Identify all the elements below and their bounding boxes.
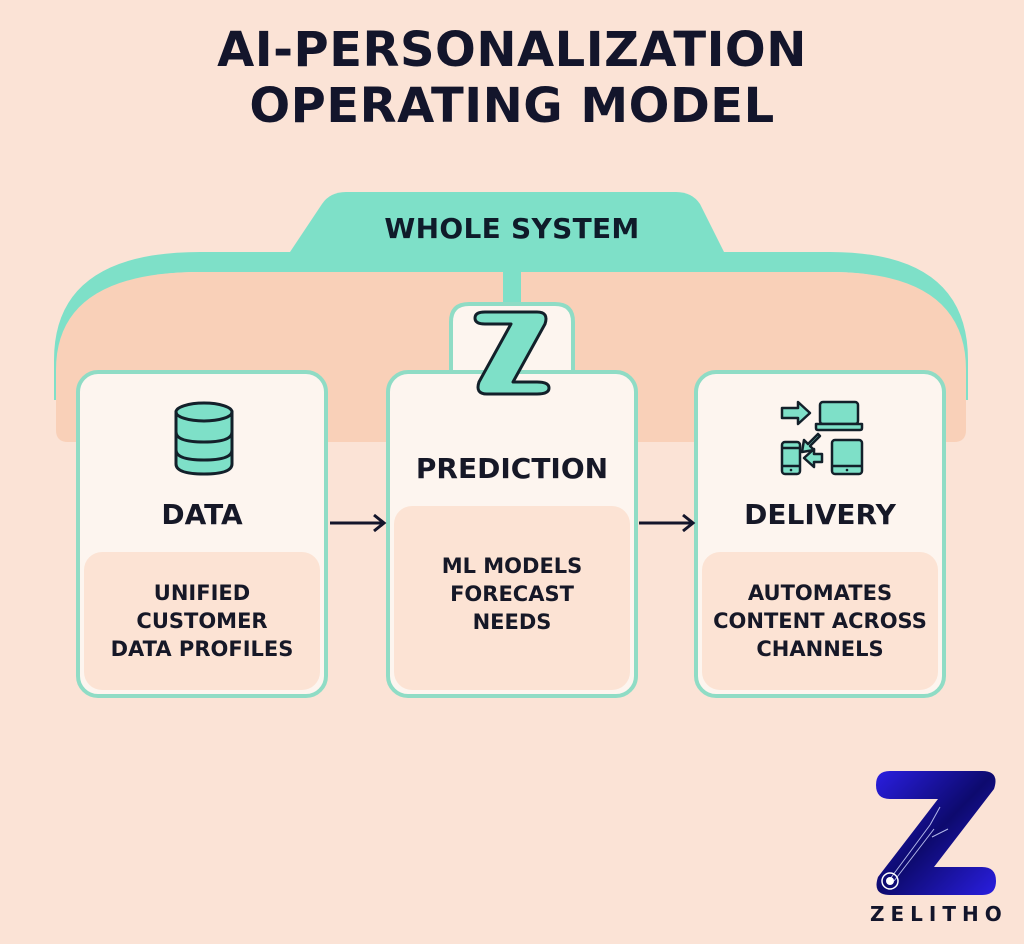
title-line-2: OPERATING MODEL	[249, 78, 775, 134]
stage-description-prediction: ML MODELS FORECAST NEEDS	[394, 506, 630, 690]
laptop-icon	[818, 400, 860, 426]
stage-title-delivery: DELIVERY	[744, 498, 896, 531]
arrow-left-icon	[802, 447, 824, 469]
page-title: AI-PERSONALIZATION OPERATING MODEL	[0, 22, 1024, 134]
flow-arrow-prediction-to-delivery	[639, 513, 696, 533]
zelitho-logo-icon	[876, 771, 996, 895]
whole-system-label: WHOLE SYSTEM	[384, 212, 640, 245]
arrow-diagonal-icon	[800, 432, 822, 454]
description-line: DATA PROFILES	[110, 637, 294, 661]
description-line: NEEDS	[472, 610, 552, 634]
description-line: ML MODELS	[441, 554, 583, 578]
description-line: FORECAST	[450, 582, 574, 606]
flow-arrow-data-to-prediction	[330, 513, 387, 533]
whole-system-tab	[290, 192, 724, 252]
stage-card-data: DATA UNIFIED CUSTOMER DATA PROFILES	[76, 370, 328, 698]
stage-title-prediction: PREDICTION	[415, 452, 609, 485]
stage-title-data: DATA	[161, 498, 243, 531]
description-line: UNIFIED	[153, 581, 251, 605]
arrow-right-icon	[780, 400, 812, 426]
database-icon	[174, 401, 234, 476]
stage-description-data: UNIFIED CUSTOMER DATA PROFILES	[84, 552, 320, 690]
multi-device-icon	[780, 400, 864, 476]
stage-card-delivery: DELIVERY AUTOMATES CONTENT ACROSS CHANNE…	[694, 370, 946, 698]
stem-connector	[503, 268, 521, 308]
z-logo-icon	[473, 310, 551, 396]
description-line: CONTENT ACROSS	[713, 609, 927, 633]
description-line: CHANNELS	[756, 637, 884, 661]
description-line: CUSTOMER	[136, 609, 268, 633]
title-line-1: AI-PERSONALIZATION	[217, 22, 807, 78]
umbrella-teal-band	[54, 252, 968, 400]
brand-name: ZELITHO	[870, 902, 1008, 926]
stage-card-prediction: PREDICTION ML MODELS FORECAST NEEDS	[386, 310, 638, 698]
description-line: AUTOMATES	[747, 581, 893, 605]
stage-description-delivery: AUTOMATES CONTENT ACROSS CHANNELS	[702, 552, 938, 690]
